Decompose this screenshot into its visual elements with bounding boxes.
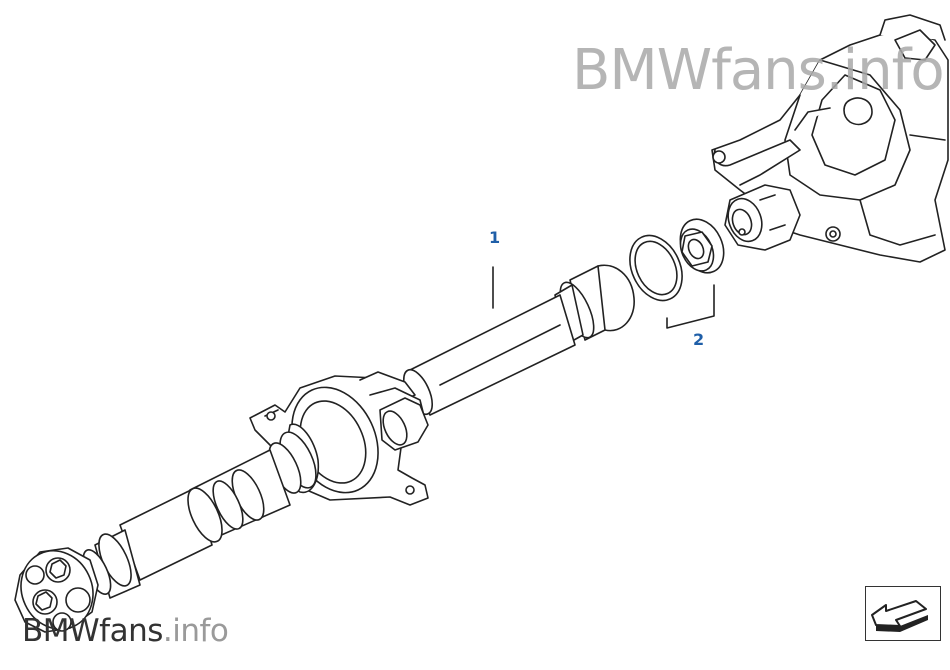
watermark-top: BMWfans.info <box>572 38 945 103</box>
shaft-rear-section <box>82 423 320 599</box>
watermark-suffix: .info <box>162 613 229 649</box>
callout-1-label: 1 <box>489 228 501 247</box>
return-button[interactable] <box>865 586 941 641</box>
watermark-bottom: BMWfans.info <box>22 613 229 649</box>
callout-2-bracket <box>666 284 715 329</box>
sealing-ring <box>629 234 683 302</box>
watermark-brand: BMWfans <box>22 613 163 649</box>
pinion-flange <box>724 184 801 251</box>
flex-disc-joint <box>14 547 99 633</box>
callout-2-label: 2 <box>693 330 705 349</box>
return-arrow-icon <box>871 600 928 632</box>
shaft-front-section <box>402 264 635 416</box>
middle-joint <box>379 397 429 451</box>
collar-nut <box>679 218 725 274</box>
